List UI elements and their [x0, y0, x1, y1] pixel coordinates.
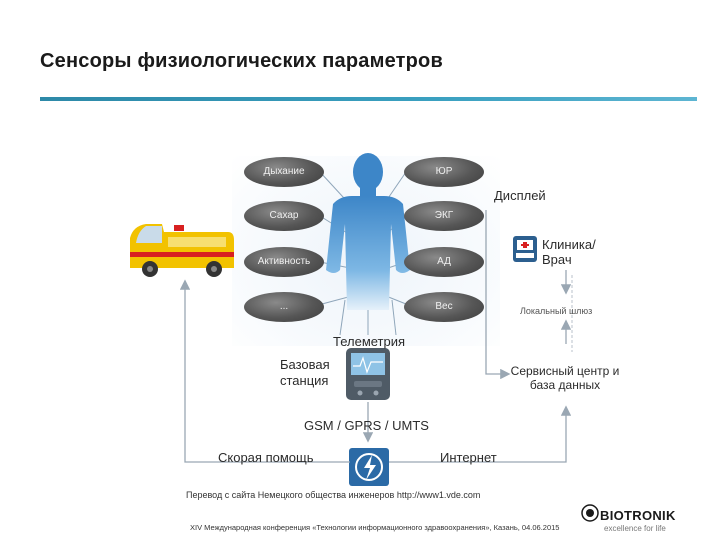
network-label: GSM / GPRS / UMTS	[304, 418, 429, 433]
display-label: Дисплей	[494, 188, 546, 203]
title-divider	[40, 97, 697, 101]
internet-label: Интернет	[440, 450, 497, 465]
clinic-icon	[513, 236, 537, 262]
patient-figure	[326, 153, 410, 310]
service-center-label: Сервисный центр и база данных	[510, 364, 620, 392]
sensor-bp: АД	[404, 247, 484, 277]
sensor-weight: Вес	[404, 292, 484, 322]
ambulance-label: Скорая помощь	[218, 450, 314, 465]
local-gateway-label: Локальный шлюз	[520, 306, 593, 316]
conference-note: XIV Международная конференция «Технологи…	[190, 523, 560, 532]
telemetry-label: Телеметрия	[333, 334, 406, 349]
sensor-ecg: ЭКГ	[404, 201, 484, 231]
logo-name: BIOTRONIK	[600, 508, 676, 523]
sensor-sugar: Сахар	[244, 201, 324, 231]
slide-title: Сенсоры физиологических параметров	[40, 50, 443, 72]
clinic-label: Клиника/ Врач	[542, 237, 596, 267]
sensor-ior: ЮР	[404, 157, 484, 187]
sensor-more: ...	[244, 292, 324, 322]
network-hub-icon	[349, 448, 389, 486]
source-note: Перевод с сайта Немецкого общества инжен…	[186, 490, 481, 500]
sensor-activity: Активность	[244, 247, 324, 277]
ambulance-illustration	[130, 224, 234, 277]
sensor-breathing: Дыхание	[244, 157, 324, 187]
logo-tagline: excellence for life	[604, 524, 666, 533]
flow-arrows	[179, 210, 572, 463]
base-station-label: Базовая станция	[280, 357, 330, 388]
base-station-device	[346, 348, 390, 400]
